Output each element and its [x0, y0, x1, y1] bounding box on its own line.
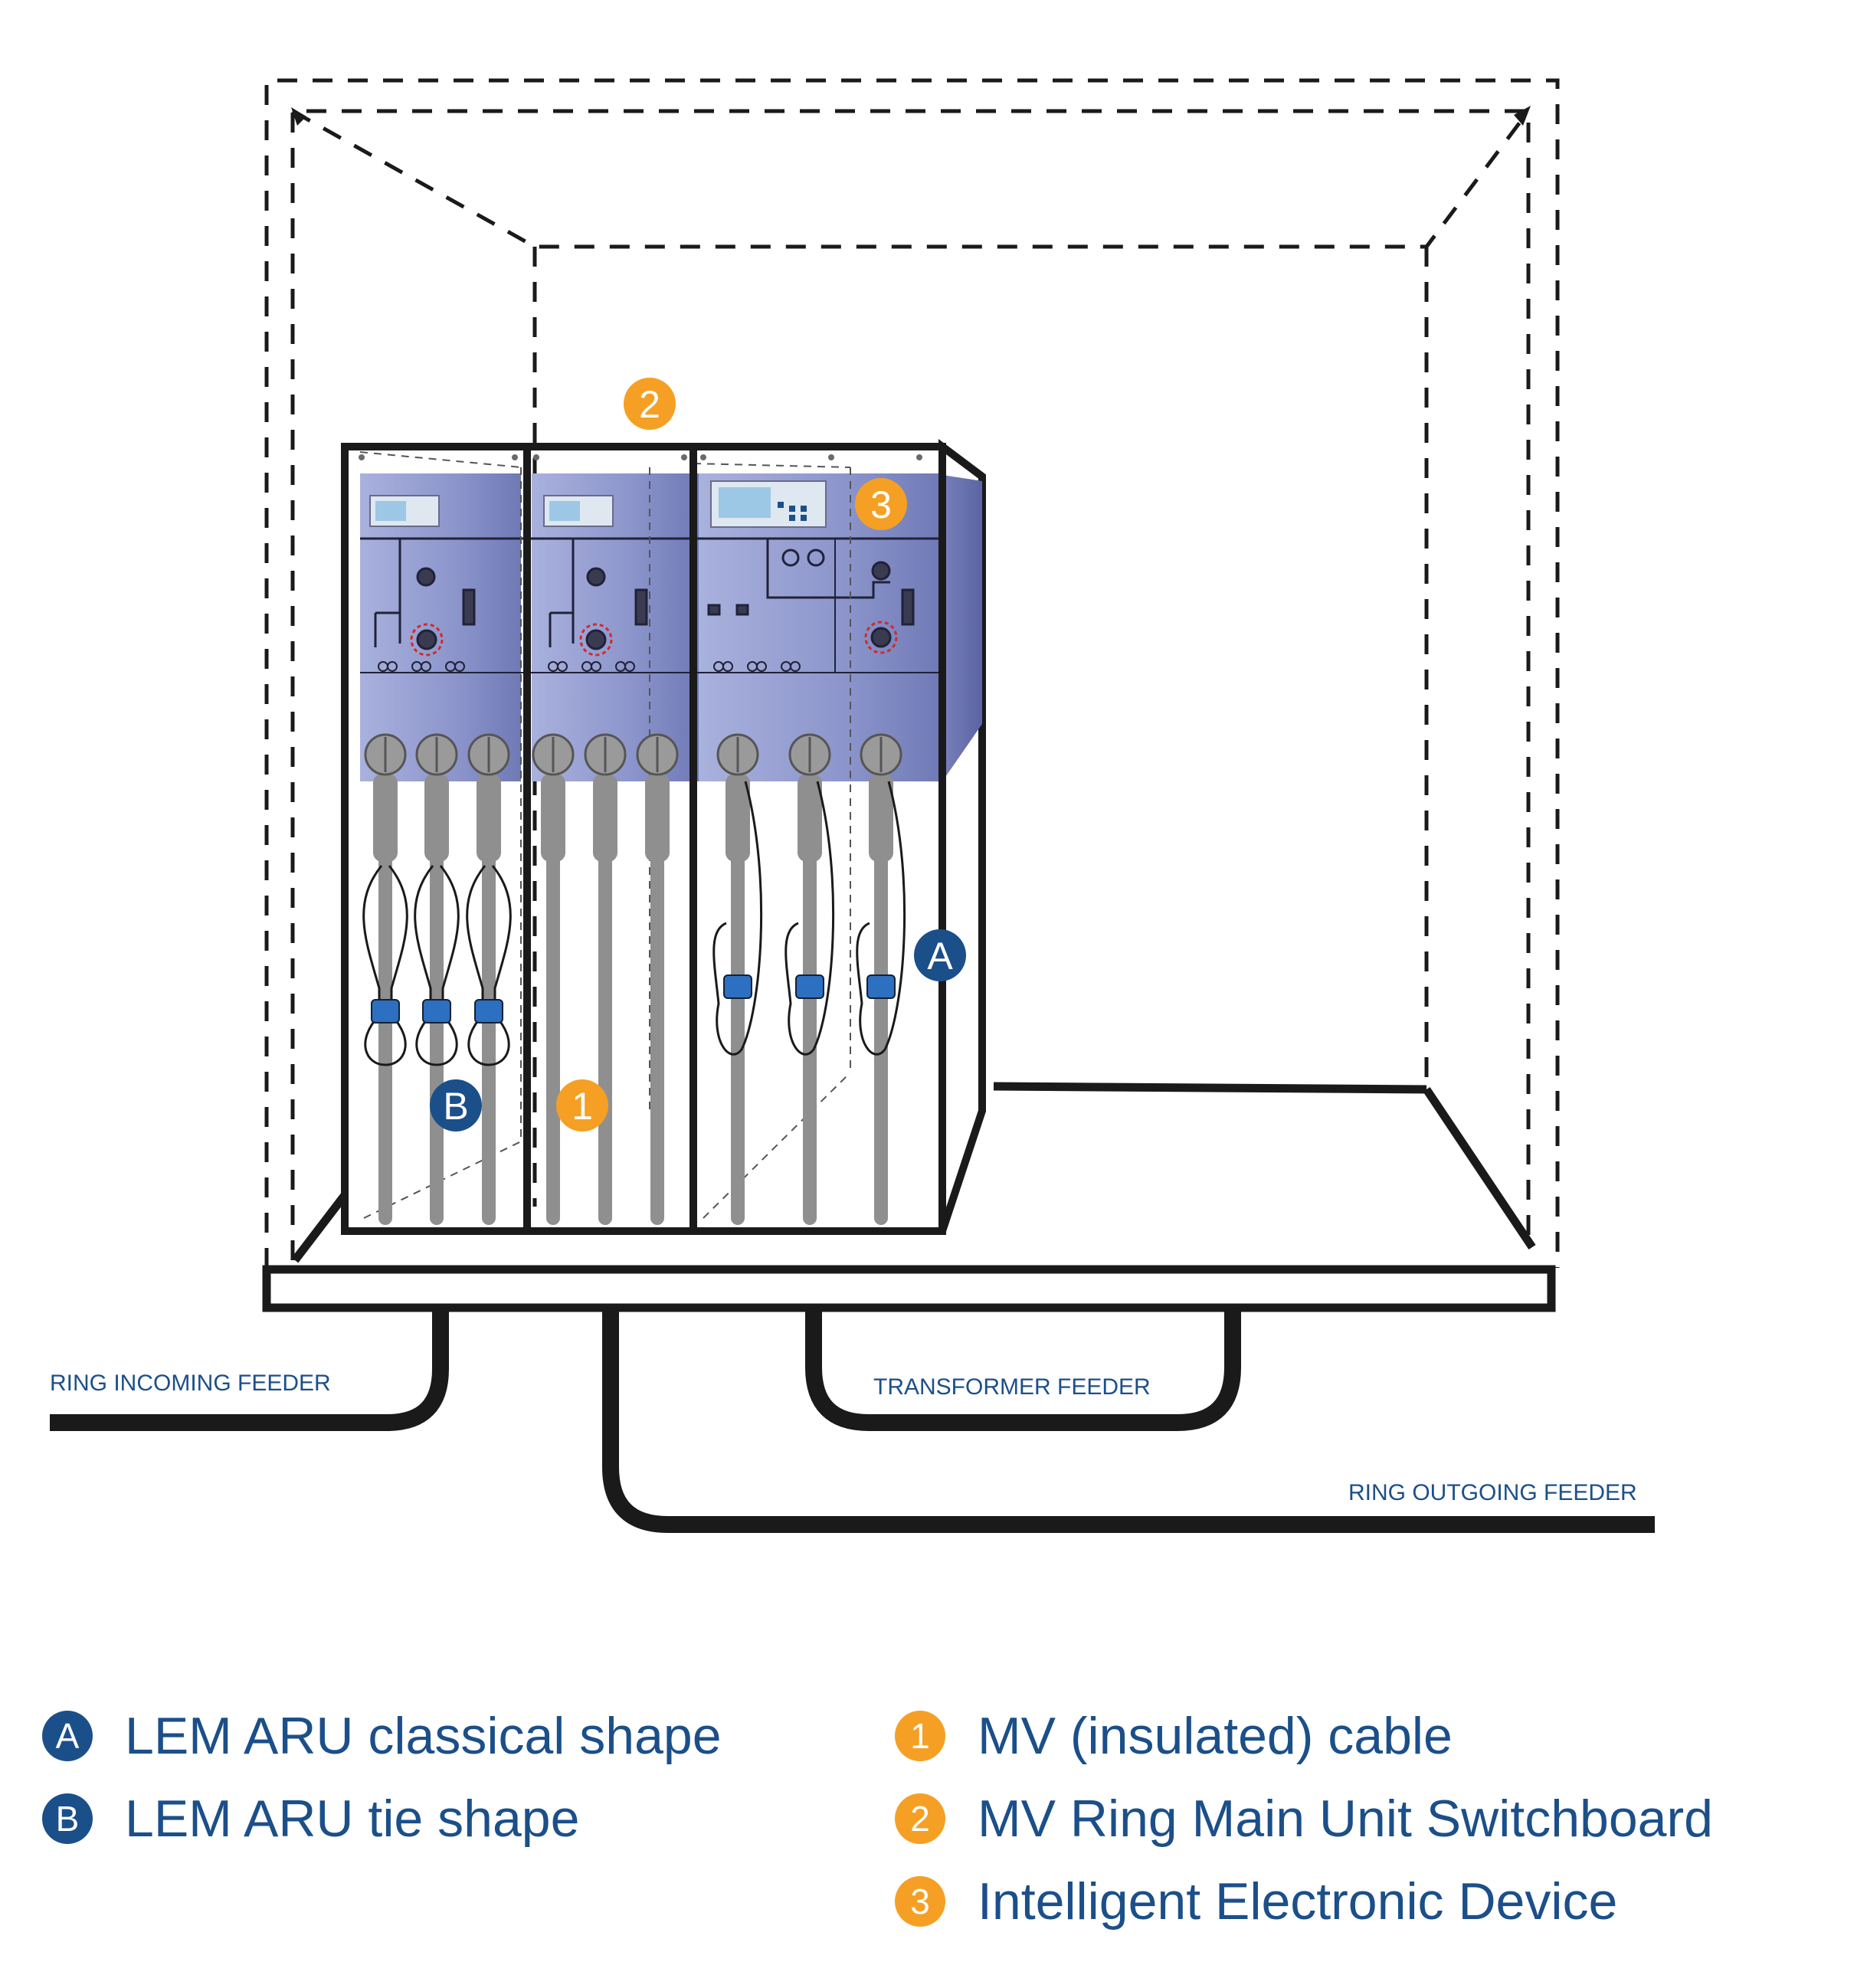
legend-badge-2: 2 [895, 1793, 945, 1844]
transformer-cable [805, 1308, 1241, 1431]
transformer-feeder-label: TRANSFORMER FEEDER [873, 1374, 1151, 1400]
corner-arrow-left-icon [291, 107, 306, 126]
cable-boot [373, 774, 398, 862]
cable-boot [798, 774, 822, 862]
legend-text-3: Intelligent Electronic Device [978, 1872, 1618, 1931]
marker-1: 1 [556, 1079, 608, 1132]
svg-text:3: 3 [870, 483, 892, 526]
cable-boot [869, 774, 893, 862]
panel-displays [369, 480, 827, 528]
marker-3: 3 [855, 478, 907, 530]
cable-boot [593, 774, 617, 862]
classical-loop [784, 781, 835, 1056]
legend-item-3: 3 Intelligent Electronic Device [895, 1860, 1713, 1943]
tie-loop [414, 865, 460, 1066]
cabinet-frame [341, 443, 984, 1235]
legend-text-1: MV (insulated) cable [978, 1707, 1453, 1765]
legend-item-a: A LEM ARU classical shape [42, 1695, 722, 1777]
classical-loop [856, 781, 906, 1056]
tie-loop [466, 865, 512, 1066]
cable-boot [541, 774, 565, 862]
marker-2: 2 [624, 378, 676, 430]
legend-badge-a: A [42, 1711, 93, 1761]
marker-b: B [430, 1079, 482, 1132]
mimic-bottom-rings [378, 661, 801, 672]
mv-cables [362, 733, 906, 1225]
cable-boot [477, 774, 501, 862]
legend-badge-b: B [42, 1793, 93, 1844]
ring-incoming-feeder-label: RING INCOMING FEEDER [50, 1371, 331, 1396]
legend-item-1: 1 MV (insulated) cable [895, 1695, 1713, 1777]
lem-aru-sensor [723, 974, 752, 999]
tie-loop [362, 865, 408, 1066]
legend-text-a: LEM ARU classical shape [125, 1707, 722, 1765]
legend-item-2: 2 MV Ring Main Unit Switchboard [895, 1777, 1713, 1860]
corner-arrow-right-icon [1514, 106, 1531, 126]
legend-badge-1: 1 [895, 1711, 945, 1761]
legend-text-2: MV Ring Main Unit Switchboard [978, 1790, 1713, 1848]
cable-boot [424, 774, 449, 862]
lem-aru-sensor [422, 999, 451, 1023]
cable-boot [645, 774, 670, 862]
ring-outgoing-feeder-label: RING OUTGOING FEEDER [1348, 1480, 1637, 1505]
classical-loop [712, 781, 763, 1056]
lem-aru-sensor [795, 974, 824, 999]
legend-numbers: 1 MV (insulated) cable 2 MV Ring Main Un… [895, 1695, 1713, 1943]
room-outline [264, 78, 1560, 1268]
ring-incoming-cable [50, 1308, 449, 1431]
lem-aru-sensor [866, 974, 896, 999]
svg-text:1: 1 [572, 1085, 593, 1128]
svg-text:B: B [443, 1085, 468, 1128]
svg-text:2: 2 [639, 383, 660, 426]
lem-aru-sensor [474, 999, 503, 1023]
legend-text-b: LEM ARU tie shape [125, 1790, 580, 1848]
legend-letters: A LEM ARU classical shape B LEM ARU tie … [42, 1695, 722, 1860]
mimic-diagrams [374, 539, 915, 657]
lem-aru-sensor [371, 999, 400, 1023]
switchboard-side-panel [942, 475, 982, 781]
floor-platform [262, 1082, 1556, 1312]
ring-outgoing-cable [602, 1308, 1655, 1533]
feeder-cables [50, 1308, 1655, 1533]
frame-screws [359, 454, 922, 460]
legend-badge-3: 3 [895, 1876, 945, 1927]
marker-a: A [914, 929, 966, 981]
legend-item-b: B LEM ARU tie shape [42, 1777, 722, 1860]
cable-boot [726, 774, 750, 862]
svg-text:A: A [927, 935, 953, 978]
